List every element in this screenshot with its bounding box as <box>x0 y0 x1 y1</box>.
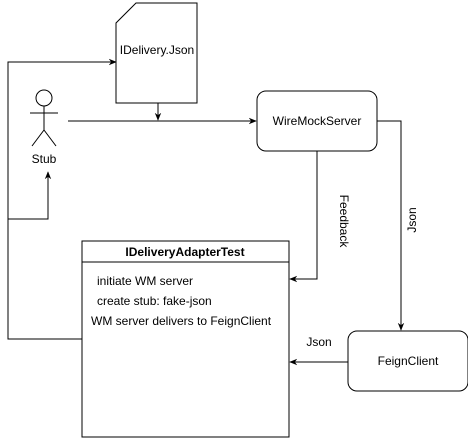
wiremock-server-box <box>256 90 378 152</box>
stub-actor[interactable]: Stub <box>30 89 58 166</box>
edge-test-to-stub <box>8 171 52 220</box>
edge-label-feedback: Feedback <box>337 195 351 249</box>
wiremock-server-label: WireMockServer <box>273 114 362 128</box>
feign-client-node[interactable]: FeignClient <box>347 330 468 392</box>
test-class-line-1: initiate WM server <box>97 274 193 288</box>
person-icon <box>30 89 58 147</box>
test-class-node[interactable]: IDeliveryAdapterTest initiate WM server … <box>81 240 290 438</box>
edge-label-json-down: Json <box>405 207 419 232</box>
edge-feedback <box>289 151 318 283</box>
json-file-label: IDelivery.Json <box>120 43 194 57</box>
feign-client-label: FeignClient <box>378 354 439 368</box>
test-class-box <box>81 240 290 438</box>
edge-test-to-json-file <box>7 58 117 340</box>
wiremock-server-node[interactable]: WireMockServer <box>256 90 378 152</box>
json-file-shape <box>115 2 198 104</box>
test-class-title: IDeliveryAdapterTest <box>125 245 244 259</box>
feign-client-box <box>347 330 468 392</box>
test-class-line-3: WM server delivers to FeignClient <box>91 314 272 328</box>
edge-label-json-back: Json <box>306 335 331 349</box>
json-file-node[interactable]: IDelivery.Json <box>115 2 198 104</box>
stub-label: Stub <box>32 152 57 166</box>
edge-wiremock-to-feign <box>377 120 405 331</box>
test-class-line-2: create stub: fake-json <box>97 294 212 308</box>
